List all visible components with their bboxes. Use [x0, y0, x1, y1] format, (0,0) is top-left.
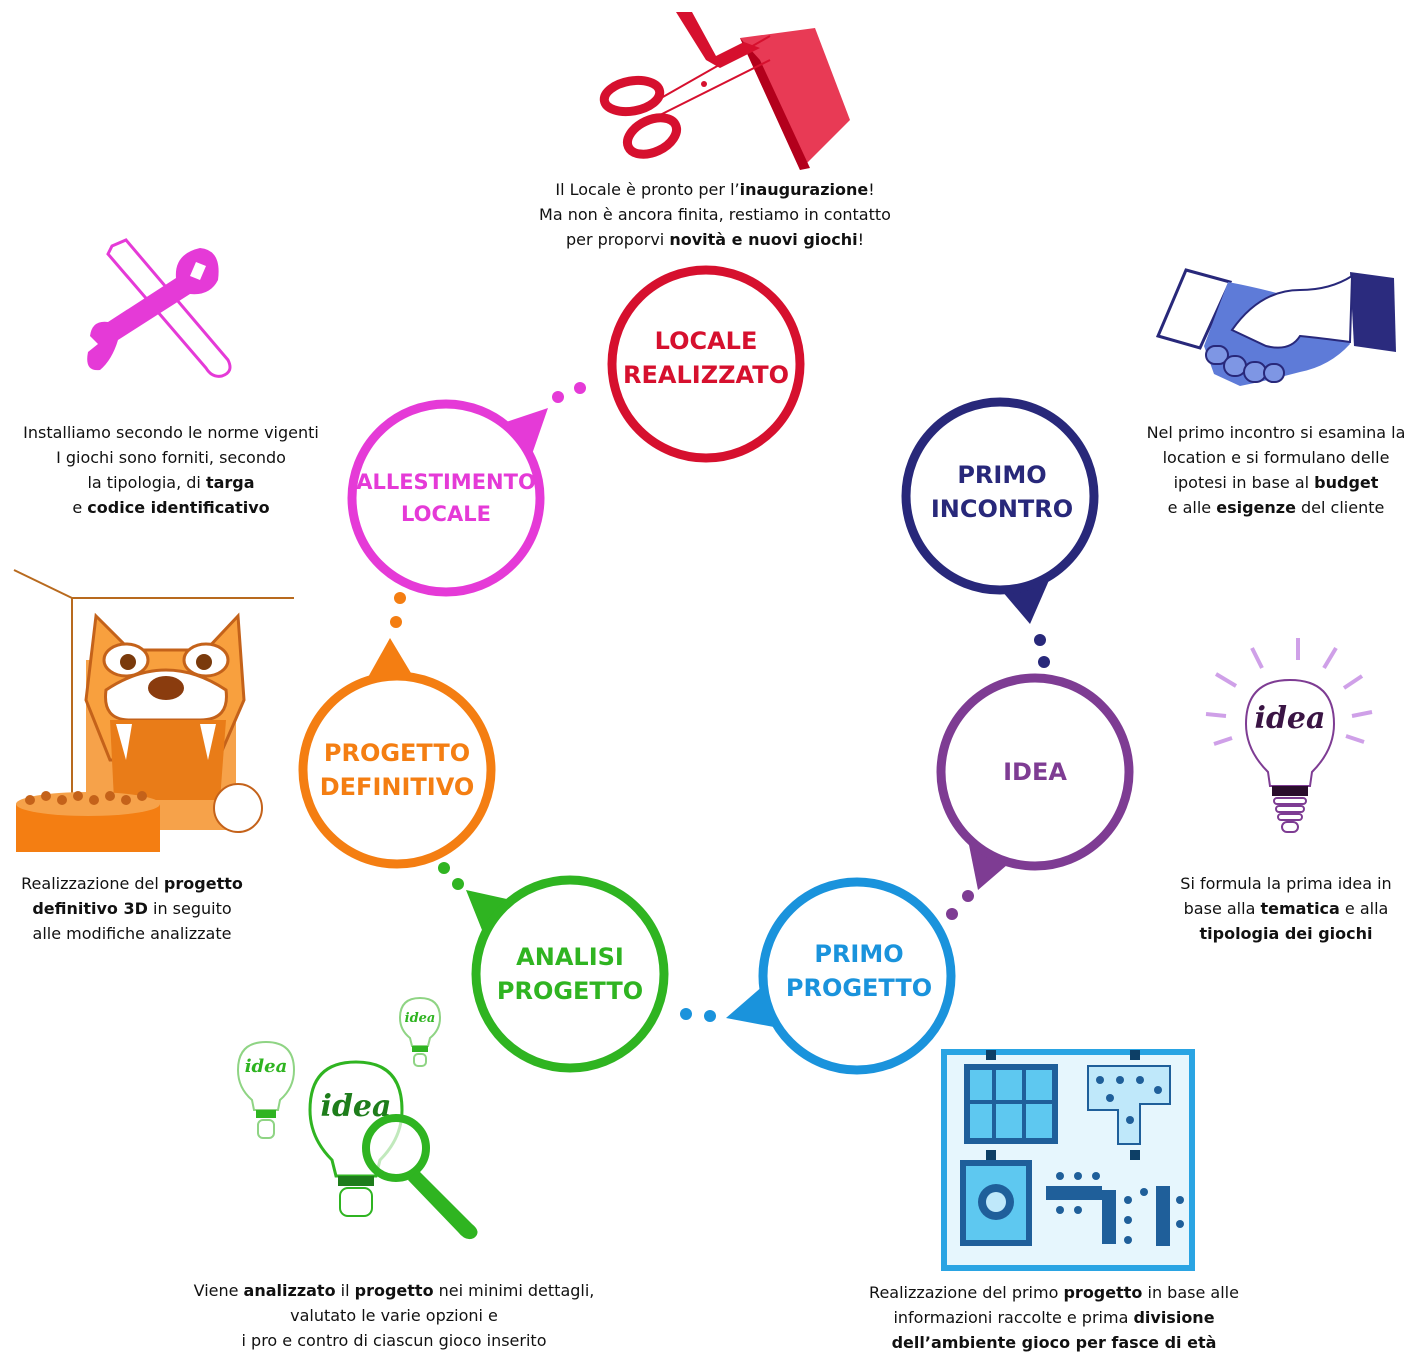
idea-script-text-tiny: idea — [405, 1011, 436, 1026]
desc-primo-progetto-text: informazioni raccolte e prima — [893, 1308, 1134, 1327]
step-allestimento-circle — [347, 399, 548, 597]
desc-idea-line1: Si formula la prima idea in — [1180, 874, 1392, 893]
desc-primo-incontro-text: del cliente — [1295, 498, 1385, 517]
desc-allestimento-line2: I giochi sono forniti, secondo — [56, 448, 286, 467]
step-primo-progetto-circle — [726, 877, 956, 1075]
desc-allestimento-line1: Installiamo secondo le norme vigenti — [23, 423, 319, 442]
step-analisi-label: ANALISI PROGETTO — [497, 940, 643, 1008]
step-idea-label: IDEA — [1003, 755, 1067, 789]
handshake-icon — [1155, 268, 1396, 386]
desc-primo-incontro-bold: budget — [1314, 473, 1379, 492]
desc-analisi-bold: progetto — [354, 1281, 434, 1300]
desc-allestimento: Installiamo secondo le norme vigenti I g… — [4, 420, 338, 520]
animal-game-icon — [13, 569, 294, 852]
desc-idea-bold: tipologia dei giochi — [1199, 924, 1373, 943]
desc-analisi-text: nei minimi dettagli, — [433, 1281, 595, 1300]
step-analisi-line2: PROGETTO — [496, 977, 644, 1005]
lightbulb-icon: idea — [1205, 638, 1373, 833]
desc-idea-text: base alla — [1183, 899, 1261, 918]
desc-primo-incontro-line2: location e si formulano delle — [1162, 448, 1390, 467]
desc-definitivo-line3: alle modifiche analizzate — [32, 924, 232, 943]
step-definitivo-line2: DEFINITIVO — [319, 773, 475, 801]
step-allestimento-line1: ALLESTIMENTO — [356, 470, 536, 494]
step-idea-line1: IDEA — [1003, 758, 1067, 786]
idea-script-text-small: idea — [245, 1056, 288, 1077]
desc-analisi-line3: i pro e contro di ciascun gioco inserito — [241, 1331, 547, 1350]
desc-primo-incontro: Nel primo incontro si esamina la locatio… — [1128, 420, 1424, 520]
desc-primo-progetto-text: in base alle — [1142, 1283, 1239, 1302]
scissors-icon — [599, 12, 850, 170]
step-primo-incontro-circle — [901, 397, 1099, 624]
desc-locale-bold: novità e nuovi giochi — [669, 230, 858, 249]
desc-allestimento-bold: codice identificativo — [87, 498, 270, 517]
desc-idea: Si formula la prima idea in base alla te… — [1150, 871, 1422, 946]
desc-definitivo-bold: definitivo 3D — [32, 899, 148, 918]
step-locale-line2: REALIZZATO — [623, 361, 789, 389]
desc-primo-progetto-bold: divisione — [1133, 1308, 1215, 1327]
desc-allestimento-bold: targa — [205, 473, 255, 492]
desc-idea-text: e alla — [1339, 899, 1389, 918]
desc-primo-incontro-text: ipotesi in base al — [1173, 473, 1315, 492]
step-definitivo-circle — [298, 638, 496, 869]
step-definitivo-label: PROGETTO DEFINITIVO — [320, 736, 475, 804]
desc-primo-incontro-line1: Nel primo incontro si esamina la — [1146, 423, 1406, 442]
desc-analisi: Viene analizzato il progetto nei minimi … — [166, 1278, 622, 1353]
desc-primo-progetto-bold: dell’ambiente gioco per fasce di età — [891, 1333, 1217, 1352]
desc-idea-bold: tematica — [1260, 899, 1340, 918]
step-idea-circle — [936, 673, 1134, 890]
desc-definitivo-bold: progetto — [163, 874, 243, 893]
desc-primo-progetto-text: Realizzazione del primo — [869, 1283, 1064, 1302]
floor-plan-icon — [941, 1049, 1195, 1271]
step-primo-incontro-label: PRIMO INCONTRO — [931, 458, 1073, 526]
desc-locale-text: Il Locale è pronto per l’ — [555, 180, 740, 199]
desc-locale: Il Locale è pronto per l’inaugurazione! … — [500, 177, 930, 252]
desc-analisi-text: il — [335, 1281, 355, 1300]
desc-analisi-bold: analizzato — [243, 1281, 336, 1300]
step-primo-incontro-line1: PRIMO — [957, 461, 1047, 489]
desc-locale-text: ! — [868, 180, 875, 199]
step-analisi-circle — [466, 875, 669, 1073]
wrench-screwdriver-icon — [87, 238, 232, 378]
desc-locale-bold: inaugurazione — [739, 180, 869, 199]
desc-allestimento-text: la tipologia, di — [87, 473, 206, 492]
desc-primo-incontro-bold: esigenze — [1216, 498, 1296, 517]
step-primo-progetto-line2: PROGETTO — [785, 974, 933, 1002]
step-primo-progetto-label: PRIMO PROGETTO — [786, 937, 932, 1005]
step-definitivo-line1: PROGETTO — [323, 739, 471, 767]
step-primo-incontro-line2: INCONTRO — [930, 495, 1074, 523]
desc-analisi-text: Viene — [193, 1281, 244, 1300]
magnifier-icon: idea idea idea — [236, 996, 478, 1240]
desc-analisi-line2: valutato le varie opzioni e — [290, 1306, 498, 1325]
desc-locale-line2: Ma non è ancora finita, restiamo in cont… — [539, 205, 891, 224]
step-locale-line1: LOCALE — [654, 327, 758, 355]
step-analisi-line1: ANALISI — [516, 943, 624, 971]
idea-script-text: idea — [1255, 701, 1326, 736]
step-allestimento-line2: LOCALE — [401, 502, 491, 526]
step-locale-label: LOCALE REALIZZATO — [623, 324, 789, 392]
step-primo-progetto-line1: PRIMO — [814, 940, 904, 968]
desc-primo-progetto: Realizzazione del primo progetto in base… — [844, 1280, 1264, 1355]
desc-definitivo-text: in seguito — [147, 899, 232, 918]
desc-definitivo-text: Realizzazione del — [21, 874, 164, 893]
desc-locale-text: per proporvi — [565, 230, 670, 249]
desc-primo-progetto-bold: progetto — [1063, 1283, 1143, 1302]
desc-primo-incontro-text: e alle — [1167, 498, 1217, 517]
desc-definitivo: Realizzazione del progetto definitivo 3D… — [2, 871, 262, 946]
connector-dots — [390, 382, 1050, 1022]
step-locale-circle — [607, 265, 805, 463]
desc-locale-text: ! — [857, 230, 865, 249]
desc-allestimento-text: e — [72, 498, 88, 517]
idea-script-text-large: idea — [321, 1089, 392, 1124]
step-allestimento-label: ALLESTIMENTO LOCALE — [356, 466, 536, 530]
